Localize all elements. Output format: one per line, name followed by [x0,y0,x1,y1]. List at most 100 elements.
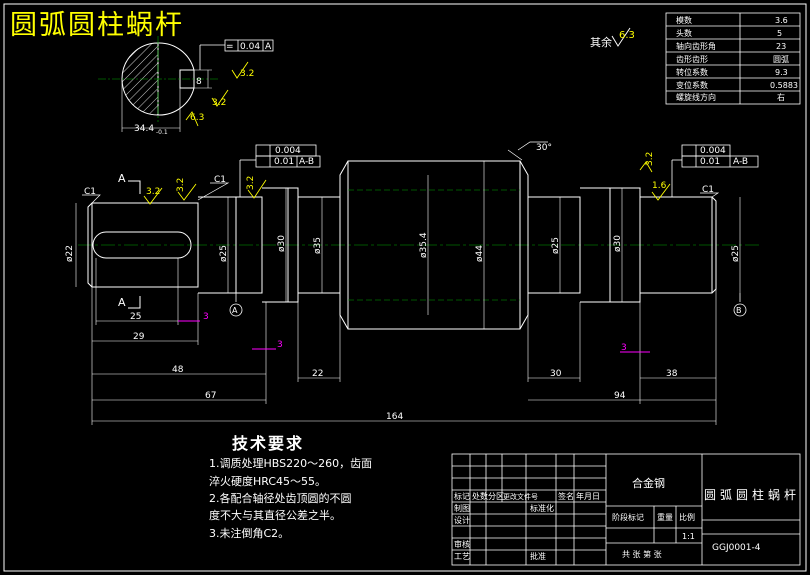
tech-requirements-title: 技术要求 [232,434,305,453]
section-tol-ref: A [265,42,272,52]
diameter-dim-lines [75,161,741,329]
section-tol-sym: = [226,42,234,52]
section-marks [128,180,141,309]
angle-label: 30° [536,143,552,153]
worm-pitch-lines [348,189,520,301]
angle-leader [507,141,548,161]
tb-row-label-2: 分区 [488,492,504,501]
dia-d1: ø22 [65,245,75,262]
section-mark-bottom: A [118,296,126,309]
param-value-0: 3.6 [775,16,788,25]
param-name-3: 齿形齿形 [676,55,708,64]
param-value-6: 右 [777,92,785,102]
len-30: 30 [550,369,562,379]
datum-markers [229,293,747,317]
chamfer-leaders [82,182,720,204]
fcf-right-2: 0.01 [700,157,720,167]
len-25: 25 [130,312,141,322]
marker-3a: 3 [203,312,209,322]
section-tol-val: 0.04 [240,42,260,52]
len-67: 67 [205,391,216,401]
param-name-1: 头数 [676,28,692,38]
param-name-0: 模数 [676,15,692,25]
tb-weight-label: 重量 [657,512,673,522]
tb-row-label-3: 更改文件号 [503,492,538,501]
tb-scale-label: 比例 [679,512,695,522]
marker-3b: 3 [277,340,283,350]
dia-d2: ø25 [219,245,229,262]
tech-line-1: 1.调质处理HBS220～260，齿面 [209,457,373,470]
tech-line-4: 度不大与其直径公差之半。 [209,509,341,522]
roughness-overall-value: 6.3 [619,30,635,41]
chamfer-left: C1 [84,187,96,197]
tech-line-2: 淬火硬度HRC45～55。 [209,475,327,488]
datum-b: B [736,306,742,315]
param-name-6: 螺旋线方向 [676,92,716,102]
tb-left-label-0: 制图 [454,503,470,513]
section-rough-2: 3.2 [212,98,226,108]
dia-d3: ø30 [277,235,287,252]
param-value-3: 圆弧 [773,54,789,64]
fcf-right [671,144,759,197]
params-table [665,12,801,105]
roughness-overall-label: 其余 [590,35,612,49]
tb-material: 合金钢 [632,476,665,490]
tb-row-label-0: 标记 [454,491,470,501]
section-dim-width: 34.4 [134,124,154,134]
dia-d7: ø25 [551,237,561,254]
fcf-left-2: 0.01 [274,157,294,167]
fcf-left [239,144,321,197]
dia-d8: ø30 [613,235,623,252]
fcf-left-1: 0.004 [275,146,301,156]
title-block-lines [451,453,801,566]
section-rough-3: 6.3 [190,113,204,123]
rough-right-2: 1.6 [652,181,667,191]
len-164: 164 [386,412,403,422]
param-name-2: 轴向齿形角 [676,41,716,51]
param-value-4: 9.3 [775,68,788,77]
tb-part-name: 圆弧圆柱蜗杆 [704,488,800,502]
tech-line-3: 2.各配合轴径处齿顶圆的不圆 [209,492,352,505]
len-94: 94 [614,391,626,401]
rough-left-1: 3.2 [146,187,160,197]
marker-3c: 3 [621,343,627,353]
section-mark-top: A [118,172,126,185]
length-dim-lines [91,258,717,425]
tb-left-label-1: 设计 [454,515,470,525]
len-29: 29 [133,332,145,342]
tb-drawing-no: GGJ0001-4 [712,543,761,553]
param-value-1: 5 [777,29,782,38]
tb-stage-label: 阶段标记 [612,512,644,522]
section-dim-width-tol: -0.1 [156,129,168,136]
tb-part-name-box: 圆弧圆柱蜗杆 [704,488,800,502]
overall-roughness: 其余 6.3 [590,27,635,49]
rough-left-3: 3.2 [246,176,256,190]
param-name-5: 变位系数 [676,80,708,90]
section-dim-key: 8 [196,77,202,87]
len-38: 38 [666,369,678,379]
dia-d5: ø35.4 [419,232,429,258]
tb-std-label: 标准化 [530,503,554,513]
drawing-title: 圆弧圆柱蜗杆 [10,10,184,41]
dia-d4: ø35 [313,237,323,254]
drawing-border [3,3,807,572]
len-22: 22 [312,369,323,379]
fcf-left-ref: A-B [299,157,314,167]
tb-approve-label: 批准 [530,551,546,561]
len-48: 48 [172,365,184,375]
tb-row-label-1: 处数 [472,491,488,501]
chamfer-right: C1 [702,185,714,195]
fcf-right-1: 0.004 [700,146,726,156]
section-rough-1: 3.2 [240,69,254,79]
param-value-5: 0.5883 [770,81,798,90]
shaft-roughness-symbols [143,161,671,205]
dia-d9: ø25 [731,245,741,262]
tb-left-label-2: 审核 [454,539,470,549]
tb-row-label-4: 签名 [558,491,574,501]
section-view [98,36,274,132]
tech-line-5: 3.未注倒角C2。 [209,527,290,540]
dia-d6: ø44 [475,245,485,262]
param-value-2: 23 [776,42,786,51]
fcf-right-ref: A-B [733,157,748,167]
